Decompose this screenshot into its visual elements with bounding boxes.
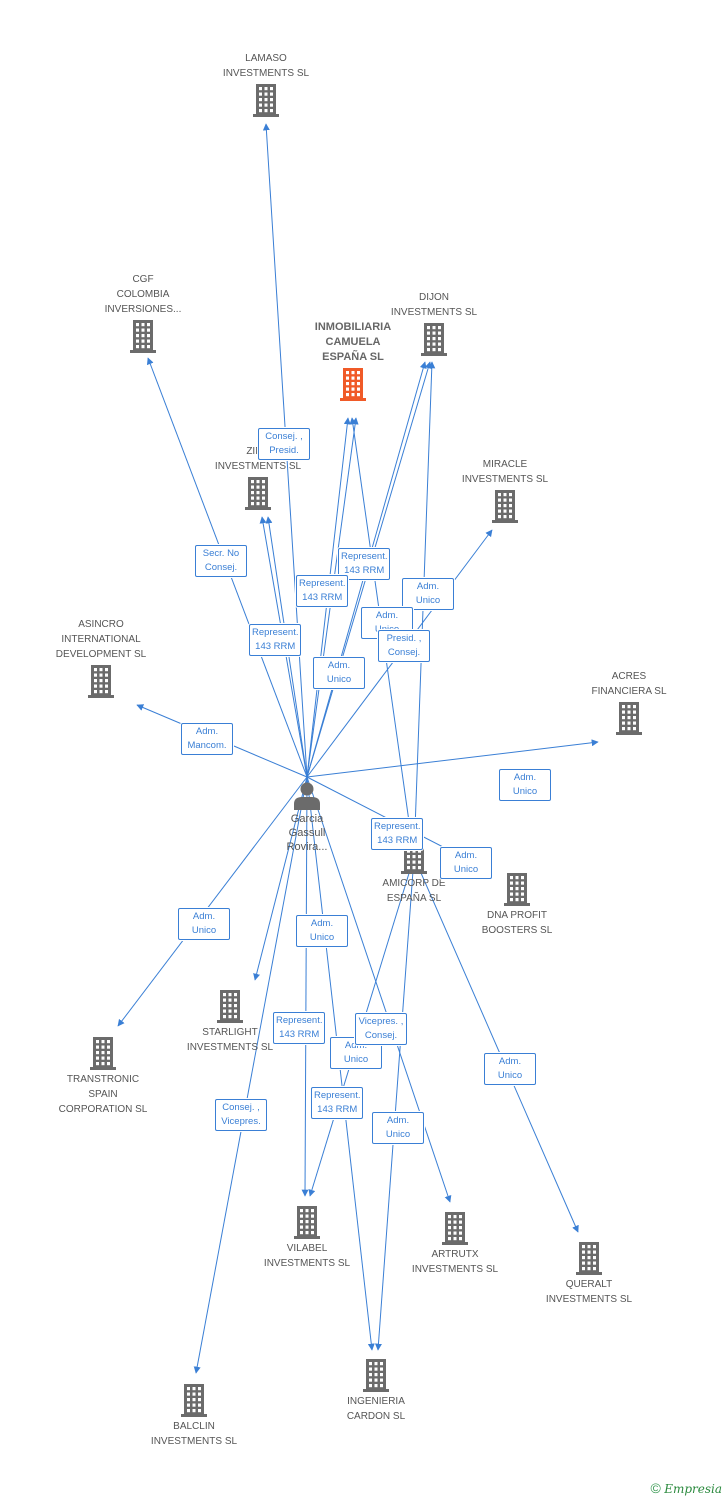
- building-icon[interactable]: [490, 489, 520, 523]
- building-icon-wrap: [435, 489, 575, 523]
- edge-label[interactable]: Adm. Unico: [313, 657, 365, 689]
- edge-label[interactable]: Adm. Unico: [440, 847, 492, 879]
- edge-label[interactable]: Adm. Unico: [296, 915, 348, 947]
- building-icon-wrap: [519, 1241, 659, 1275]
- company-label: INMOBILIARIA CAMUELA ESPAÑA SL: [314, 321, 392, 363]
- edge-label[interactable]: Consej. , Presid.: [258, 428, 310, 460]
- company-node-lamaso[interactable]: LAMASO INVESTMENTS SL: [196, 51, 336, 119]
- edge-label[interactable]: Adm. Unico: [178, 908, 230, 940]
- building-icon[interactable]: [614, 701, 644, 735]
- company-label: MIRACLE INVESTMENTS SL: [461, 459, 549, 485]
- company-node-vilabel[interactable]: VILABEL INVESTMENTS SL: [237, 1203, 377, 1271]
- building-icon[interactable]: [215, 989, 245, 1023]
- company-node-transtronic[interactable]: TRANSTRONIC SPAIN CORPORATION SL: [33, 1034, 173, 1117]
- building-icon-wrap: [306, 1358, 446, 1392]
- edge-person-transtronic: [117, 776, 308, 1027]
- edge-label[interactable]: Adm. Unico: [499, 769, 551, 801]
- building-icon-wrap: [196, 83, 336, 117]
- company-label: STARLIGHT INVESTMENTS SL: [186, 1027, 274, 1053]
- company-label: TRANSTRONIC SPAIN CORPORATION SL: [58, 1074, 148, 1115]
- building-icon[interactable]: [88, 1036, 118, 1070]
- building-icon-wrap: [160, 989, 300, 1023]
- building-icon-wrap: [73, 319, 213, 353]
- company-node-dna[interactable]: DNA PROFIT BOOSTERS SL: [447, 870, 587, 938]
- edge-label[interactable]: Represent. 143 RRM: [249, 624, 302, 656]
- edge-label[interactable]: Adm. Unico: [484, 1053, 536, 1085]
- company-label: DIJON INVESTMENTS SL: [390, 292, 478, 318]
- edge-person-vilabel: [301, 776, 309, 1197]
- building-icon-wrap: [283, 367, 423, 401]
- company-node-artrutx[interactable]: ARTRUTX INVESTMENTS SL: [385, 1209, 525, 1277]
- building-icon[interactable]: [243, 476, 273, 510]
- company-label: VILABEL INVESTMENTS SL: [263, 1243, 351, 1269]
- building-icon-wrap: [33, 1036, 173, 1070]
- edge-label[interactable]: Vicepres. , Consej.: [355, 1013, 407, 1045]
- company-node-miracle[interactable]: MIRACLE INVESTMENTS SL: [435, 457, 575, 525]
- building-icon-wrap: [188, 476, 328, 510]
- company-label: ASINCRO INTERNATIONAL DEVELOPMENT SL: [55, 619, 147, 660]
- company-label: AMICORP DE ESPAÑA SL: [382, 878, 446, 904]
- footer-brand: © Empresia: [651, 1480, 722, 1496]
- edge-label[interactable]: Represent. 143 RRM: [311, 1087, 364, 1119]
- building-icon[interactable]: [179, 1383, 209, 1417]
- edge-amicorp-queralt: [413, 856, 579, 1233]
- copyright-symbol: ©: [650, 1480, 661, 1496]
- person-node[interactable]: Garcia Gassull Rovira...: [237, 778, 377, 854]
- company-node-ingenieria[interactable]: INGENIERIA CARDON SL: [306, 1356, 446, 1424]
- company-node-queralt[interactable]: QUERALT INVESTMENTS SL: [519, 1239, 659, 1307]
- edge-label[interactable]: Represent. 143 RRM: [296, 575, 349, 607]
- building-icon[interactable]: [440, 1211, 470, 1245]
- building-icon-wrap: [559, 701, 699, 735]
- brand-name: Empresia: [664, 1482, 722, 1496]
- company-label: ACRES FINANCIERA SL: [591, 671, 667, 697]
- edge-person-balclin: [193, 776, 308, 1374]
- building-icon[interactable]: [419, 322, 449, 356]
- building-icon[interactable]: [292, 1205, 322, 1239]
- building-icon[interactable]: [251, 83, 281, 117]
- building-icon-wrap: [31, 664, 171, 698]
- building-icon-wrap: [447, 872, 587, 906]
- building-icon-wrap: [237, 1205, 377, 1239]
- edge-label[interactable]: Represent. 143 RRM: [338, 548, 391, 580]
- building-icon[interactable]: [361, 1358, 391, 1392]
- edge-label[interactable]: Secr. No Consej.: [195, 545, 247, 577]
- building-icon[interactable]: [502, 872, 532, 906]
- building-icon-wrap: [124, 1383, 264, 1417]
- company-node-main[interactable]: INMOBILIARIA CAMUELA ESPAÑA SL: [283, 320, 423, 403]
- edge-label[interactable]: Represent. 143 RRM: [371, 818, 424, 850]
- edge-label[interactable]: Adm. Unico: [402, 578, 454, 610]
- company-node-acres[interactable]: ACRES FINANCIERA SL: [559, 669, 699, 737]
- edge-label[interactable]: Adm. Unico: [372, 1112, 424, 1144]
- edge-label[interactable]: Consej. , Vicepres.: [215, 1099, 267, 1131]
- company-node-cgf[interactable]: CGF COLOMBIA INVERSIONES...: [73, 272, 213, 355]
- edge-label[interactable]: Presid. , Consej.: [378, 630, 430, 662]
- company-node-balclin[interactable]: BALCLIN INVESTMENTS SL: [124, 1381, 264, 1449]
- company-label: ARTRUTX INVESTMENTS SL: [411, 1249, 499, 1275]
- person-icon-wrap: [237, 780, 377, 810]
- company-label: LAMASO INVESTMENTS SL: [222, 53, 310, 79]
- edge-person-acres: [306, 739, 599, 778]
- company-node-asincro[interactable]: ASINCRO INTERNATIONAL DEVELOPMENT SL: [31, 617, 171, 700]
- building-icon-wrap: [364, 322, 504, 356]
- company-node-starlight[interactable]: STARLIGHT INVESTMENTS SL: [160, 987, 300, 1055]
- person-icon[interactable]: [292, 780, 322, 810]
- building-icon[interactable]: [338, 367, 368, 401]
- building-icon[interactable]: [574, 1241, 604, 1275]
- edge-person-starlight: [253, 776, 308, 981]
- building-icon[interactable]: [86, 664, 116, 698]
- edge-label[interactable]: Adm. Mancom.: [181, 723, 233, 755]
- edge-label[interactable]: Represent. 143 RRM: [273, 1012, 326, 1044]
- building-icon[interactable]: [128, 319, 158, 353]
- company-label: INGENIERIA CARDON SL: [346, 1396, 406, 1422]
- edge-person-artrutx: [306, 776, 452, 1203]
- company-label: DNA PROFIT BOOSTERS SL: [481, 910, 553, 936]
- company-label: QUERALT INVESTMENTS SL: [545, 1279, 633, 1305]
- person-label: Garcia Gassull Rovira...: [286, 813, 328, 853]
- building-icon-wrap: [385, 1211, 525, 1245]
- company-label: BALCLIN INVESTMENTS SL: [150, 1421, 238, 1447]
- company-node-dijon[interactable]: DIJON INVESTMENTS SL: [364, 290, 504, 358]
- company-label: CGF COLOMBIA INVERSIONES...: [104, 274, 182, 315]
- edge-amicorp-ingenieria: [374, 856, 415, 1351]
